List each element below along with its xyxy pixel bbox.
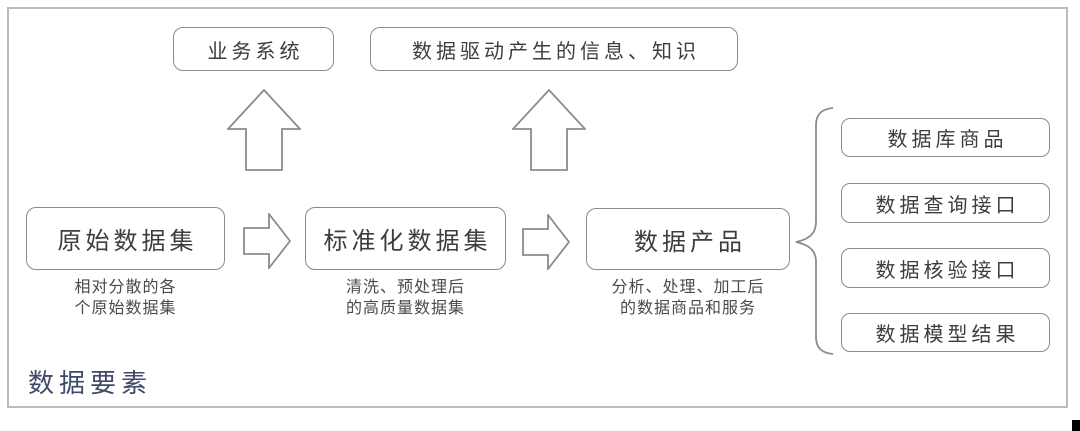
data-verification-api-label: 数据核验接口 [875, 259, 1020, 282]
data-product-box: 数据产品 [586, 208, 790, 270]
up-arrow-icon [227, 89, 301, 171]
standardized-dataset-label: 标准化数据集 [323, 229, 492, 255]
data-driven-knowledge-box: 数据驱动产生的信息、知识 [370, 27, 738, 71]
database-goods-box: 数据库商品 [841, 118, 1050, 157]
database-goods-label: 数据库商品 [887, 129, 1008, 151]
business-system-label: 业务系统 [207, 40, 304, 63]
cursor-artifact [1072, 420, 1080, 431]
data-query-api-label: 数据查询接口 [875, 194, 1020, 217]
right-arrow-icon [243, 213, 291, 269]
data-query-api-box: 数据查询接口 [841, 183, 1050, 223]
up-arrow-icon [512, 89, 586, 171]
curly-brace-icon [795, 107, 834, 355]
data-model-result-box: 数据模型结果 [841, 313, 1050, 352]
business-system-box: 业务系统 [173, 27, 334, 71]
diagram-title: 数据要素 [28, 369, 153, 398]
standardized-dataset-box: 标准化数据集 [305, 207, 506, 270]
data-product-caption: 分析、处理、加工后 的数据商品和服务 [611, 279, 765, 317]
standardized-dataset-caption: 清洗、预处理后 的高质量数据集 [345, 279, 465, 317]
right-arrow-icon [522, 214, 570, 270]
data-verification-api-box: 数据核验接口 [841, 248, 1050, 288]
raw-dataset-label: 原始数据集 [57, 229, 198, 255]
data-product-label: 数据产品 [634, 229, 746, 256]
raw-dataset-caption: 相对分散的各 个原始数据集 [74, 279, 177, 317]
raw-dataset-box: 原始数据集 [26, 207, 225, 270]
data-driven-knowledge-label: 数据驱动产生的信息、知识 [412, 40, 700, 63]
data-model-result-label: 数据模型结果 [875, 324, 1020, 346]
